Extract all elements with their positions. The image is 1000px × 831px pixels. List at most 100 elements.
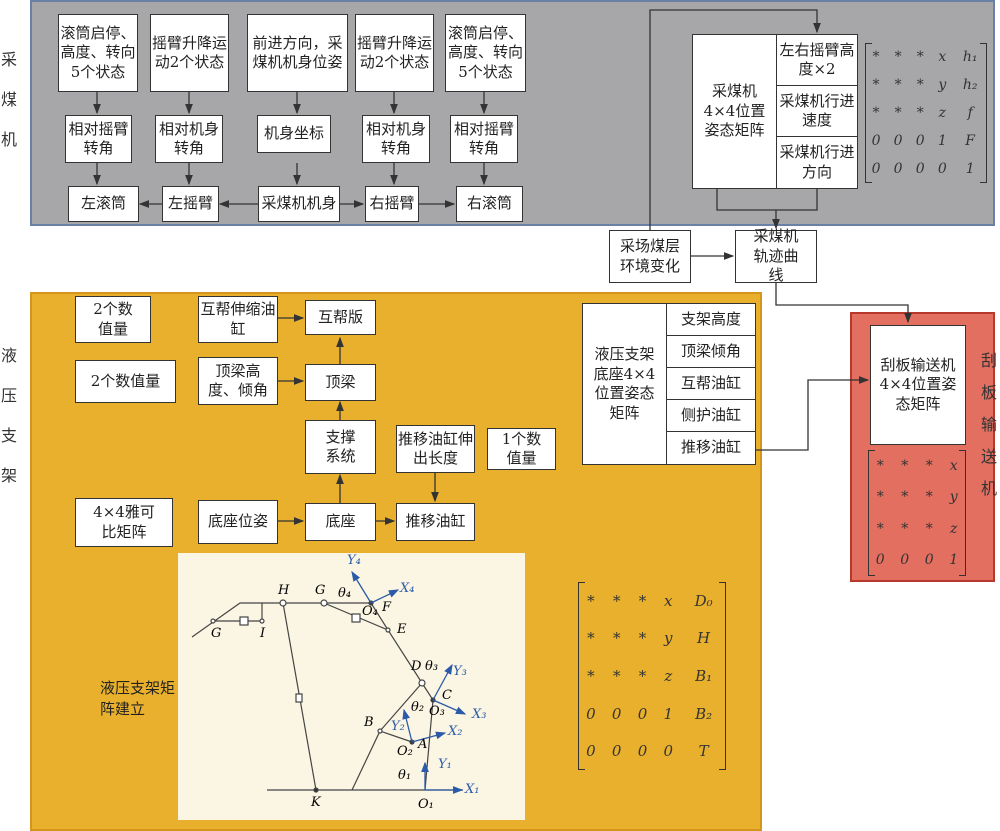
side-plate-box: 互帮版 — [305, 300, 376, 335]
label-C: C — [442, 688, 452, 703]
label-theta4: θ₄ — [338, 586, 352, 601]
cell: x — [664, 591, 673, 610]
char: 压 — [0, 386, 17, 405]
char: 机 — [980, 479, 997, 498]
cell: h₂ — [962, 77, 978, 93]
label-O2: O₂ — [397, 744, 413, 759]
label-O4: O₄ — [362, 604, 378, 619]
body-pose-box: 前进方向，采煤机机身位姿 — [247, 14, 348, 92]
cell: z — [938, 105, 946, 121]
label-I: I — [260, 626, 266, 641]
label-A: A — [418, 737, 428, 752]
cell: * — [638, 629, 647, 648]
label-theta3: θ₃ — [425, 659, 439, 674]
label-X2: X₂ — [448, 724, 463, 739]
support-side-label: 液压支架 — [0, 336, 18, 496]
cell: * — [925, 489, 933, 506]
push-length-box: 推移油缸伸出长度 — [396, 425, 475, 473]
left-arm-box: 左摇臂 — [162, 186, 219, 222]
cell: 0 — [586, 704, 596, 723]
cell: 0 — [871, 133, 881, 149]
cell: x — [949, 457, 958, 474]
one-value-box: 1个数值量 — [487, 428, 556, 470]
cell: * — [916, 49, 924, 65]
cell: * — [925, 520, 933, 537]
label-theta1: θ₁ — [398, 768, 412, 783]
jacobian-box: 4×4雅可比矩阵 — [75, 498, 173, 547]
body-coord-box: 机身坐标 — [257, 115, 331, 153]
support-matrix-box: 液压支架底座4×4位置姿态矩阵 — [582, 303, 667, 465]
label-H: H — [278, 583, 290, 598]
cell: * — [901, 457, 909, 474]
left-arm-angle-box: 相对机身转角 — [155, 115, 223, 163]
cell: y — [664, 629, 673, 648]
cell: * — [901, 520, 909, 537]
cell: y — [938, 77, 947, 93]
right-drum-box: 右滚筒 — [456, 186, 523, 222]
label-B: B — [364, 715, 374, 730]
cell: * — [872, 49, 880, 65]
right-arm-box: 右摇臂 — [365, 186, 419, 222]
cell: 1 — [663, 704, 674, 723]
beam-params-box: 顶梁高度、倾角 — [198, 357, 278, 405]
cell: 0 — [871, 161, 881, 177]
cell: D₀ — [694, 591, 713, 610]
label-K: K — [311, 795, 321, 810]
char: 架 — [0, 466, 17, 485]
prop-system-box: 支撑系统 — [305, 420, 376, 474]
cell: * — [587, 591, 595, 610]
label-G2: G — [211, 626, 222, 641]
support-param: 推移油缸 — [666, 431, 756, 465]
cell: * — [916, 105, 924, 121]
cell: B₁ — [695, 666, 713, 685]
char: 支 — [0, 426, 17, 445]
right-drum-angle-box: 相对摇臂转角 — [450, 115, 518, 163]
cell: 0 — [915, 161, 925, 177]
label-E: E — [397, 622, 407, 637]
label-Y4: Y₄ — [347, 553, 361, 568]
cell: * — [872, 77, 880, 93]
label-O1: O₁ — [418, 797, 434, 812]
cell: h₁ — [962, 49, 978, 65]
label-G: G — [315, 583, 326, 598]
coordinate-axes — [351, 570, 467, 794]
shearer-param-direction: 采煤机行进方向 — [776, 136, 858, 189]
cell: 0 — [586, 742, 596, 761]
two-values-box-2: 2个数值量 — [75, 360, 176, 403]
cell: y — [949, 489, 958, 506]
label-Y3: Y₃ — [453, 664, 467, 679]
shearer-param-arm-height: 左右摇臂高度×2 — [776, 34, 858, 86]
label-D: D — [411, 659, 422, 674]
cell: * — [925, 457, 933, 474]
cell: 1 — [965, 161, 975, 177]
cell: * — [638, 591, 647, 610]
support-param: 侧护油缸 — [666, 399, 756, 432]
cell: H — [697, 629, 711, 648]
cell: T — [698, 742, 709, 761]
char: 输 — [980, 415, 997, 434]
right-arm-angle-box: 相对机身转角 — [362, 115, 430, 163]
char: 机 — [0, 130, 17, 149]
char: 采 — [0, 50, 17, 69]
cell: * — [612, 666, 621, 685]
support-param: 互帮油缸 — [666, 367, 756, 400]
cell: * — [612, 591, 621, 610]
char: 板 — [980, 383, 997, 402]
mechanism-drawing — [178, 553, 525, 820]
conveyor-side-label: 刮板输送机 — [980, 345, 998, 505]
right-drum-state-box: 滚筒启停、高度、转向5个状态 — [445, 14, 526, 92]
cell: 0 — [611, 742, 622, 761]
side-cylinder-box: 互帮伸缩油缸 — [198, 296, 278, 343]
label-X4: X₄ — [400, 581, 415, 596]
cell: * — [876, 489, 884, 506]
conveyor-matrix-box: 刮板输送机4×4位置姿态矩阵 — [870, 325, 966, 445]
cell: 0 — [915, 133, 925, 149]
cell: 0 — [875, 552, 885, 569]
support-param: 支架高度 — [666, 303, 756, 336]
cell: * — [587, 666, 595, 685]
cell: z — [664, 666, 673, 685]
top-beam-box: 顶梁 — [305, 364, 376, 401]
cell: 0 — [611, 704, 622, 723]
